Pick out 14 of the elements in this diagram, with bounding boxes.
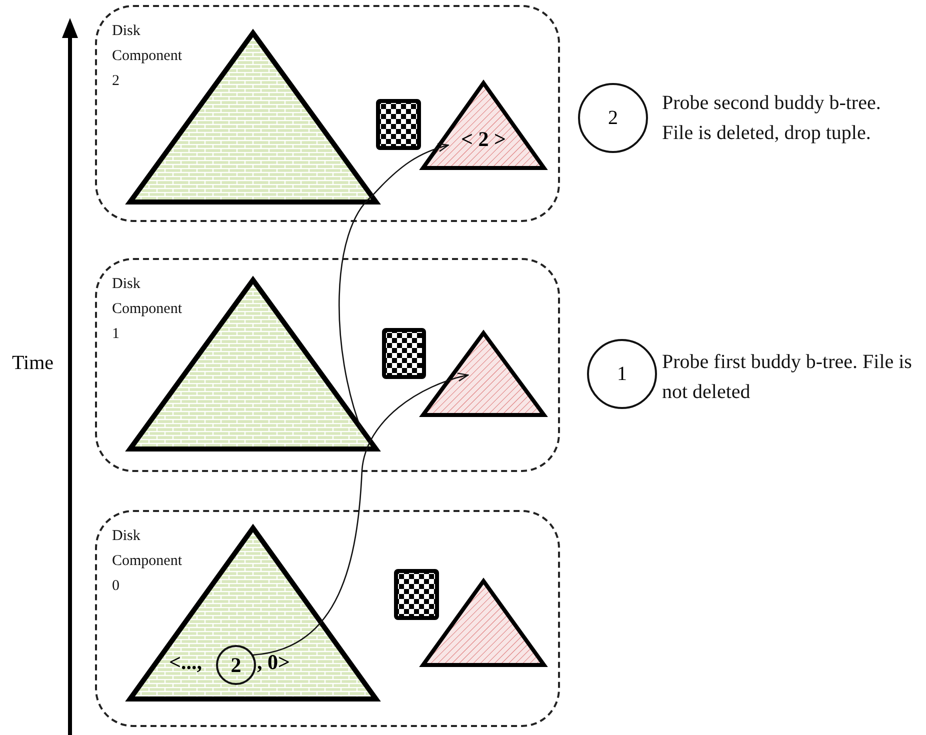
step-number: 2 [608, 106, 618, 130]
buddy-btree-triangle [422, 580, 545, 667]
axis-label: Time [12, 352, 54, 375]
step-description: Probe first buddy b-tree. File is not deleted [662, 350, 913, 405]
step-description: Probe second buddy b-tree. File is deleted, drop tuple. [662, 91, 882, 146]
arrow [252, 372, 469, 656]
bitmap-square [394, 569, 439, 620]
tuple-text: < 2 > [460, 127, 507, 152]
step-number: 1 [617, 362, 627, 386]
arrow [338, 143, 449, 432]
bitmap-square [382, 328, 426, 379]
buddy-btree-triangle [422, 332, 545, 417]
buddy-btree-triangle [422, 82, 545, 170]
bitmap-square [376, 99, 421, 150]
